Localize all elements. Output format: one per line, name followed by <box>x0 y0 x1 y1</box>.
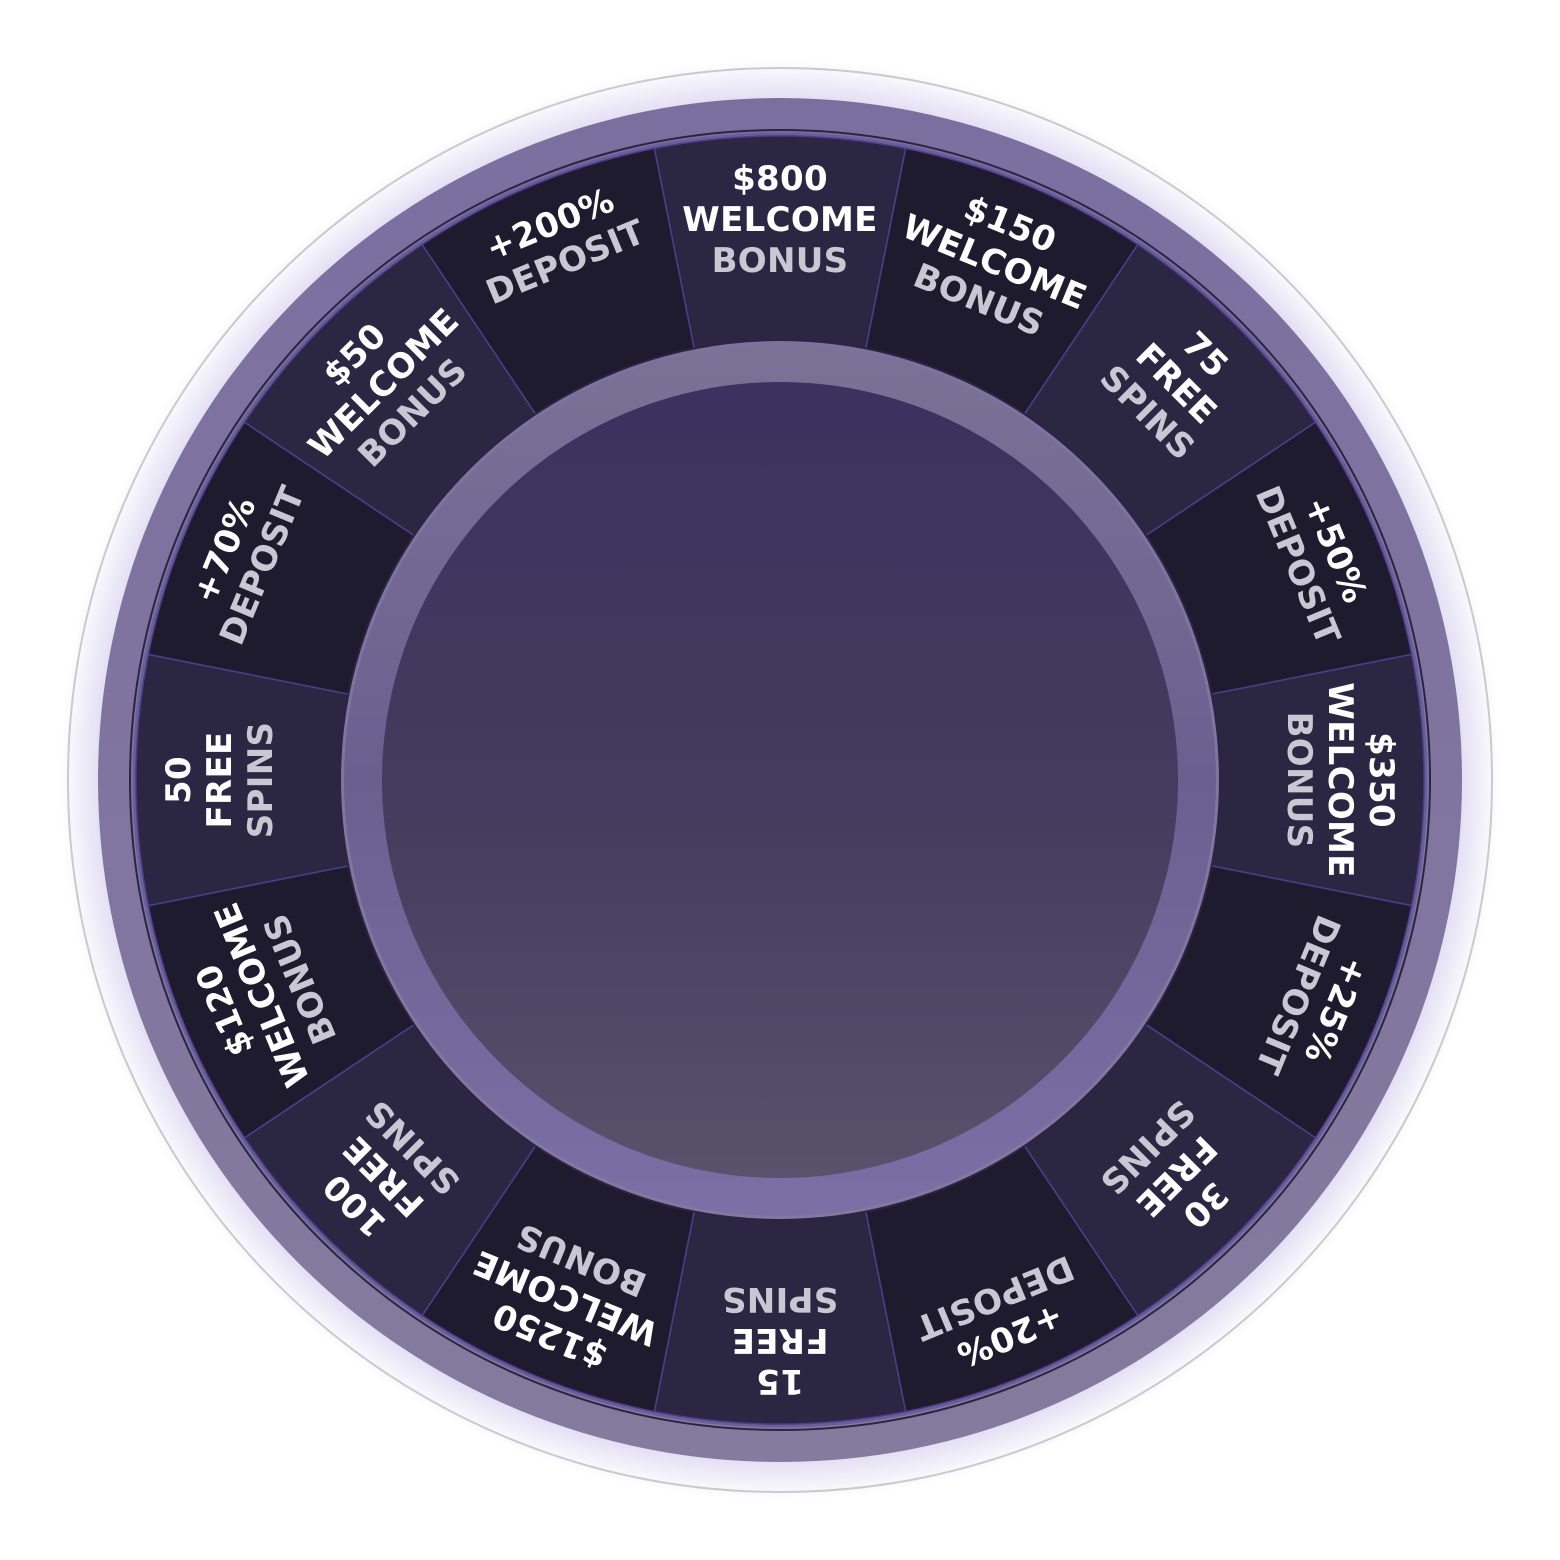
outer-ring-inner-edge-2 <box>132 132 1428 1428</box>
segment-value: 15 <box>756 1361 804 1401</box>
hub-rim-outer <box>339 339 1221 1221</box>
segment-text: WELCOME <box>682 200 877 240</box>
wheel-segment[interactable]: +50%DEPOSIT <box>1144 421 1413 696</box>
wheel-segment[interactable]: +70%DEPOSIT <box>147 421 416 696</box>
segment-value: $350 <box>1361 732 1401 828</box>
segment-value: 50 <box>159 756 199 804</box>
segment-text: WELCOME <box>1320 682 1360 877</box>
segment-text: FREE <box>731 1320 828 1360</box>
outer-ring-inner-edge <box>129 129 1431 1431</box>
segment-text: BONUS <box>1279 712 1319 849</box>
wheel-segment[interactable]: +25%DEPOSIT <box>1144 864 1413 1139</box>
segment-text: BONUS <box>712 241 849 281</box>
segment-text: SPINS <box>241 722 281 839</box>
segment-text: SPINS <box>722 1279 839 1319</box>
segment-value: $800 <box>732 159 828 199</box>
hub-center[interactable] <box>382 382 1178 1178</box>
segment-text: FREE <box>200 731 240 828</box>
outer-thin-ring <box>67 67 1493 1493</box>
